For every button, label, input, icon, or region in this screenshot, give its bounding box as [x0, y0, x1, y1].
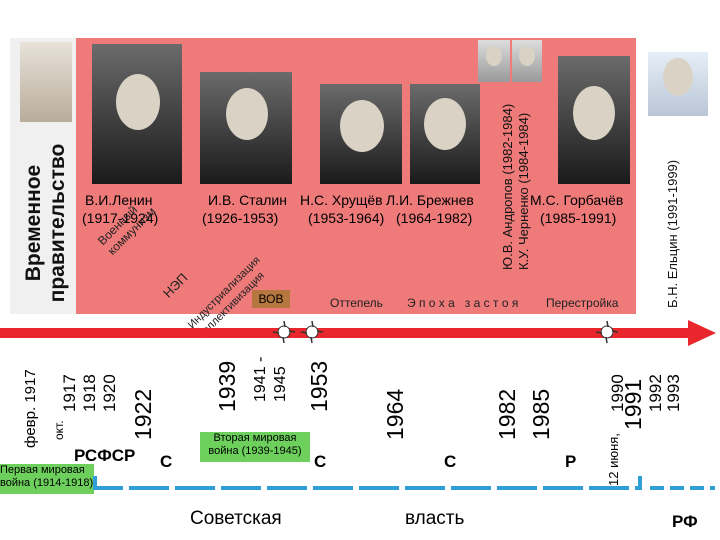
- bottom-rf: РФ: [672, 512, 698, 531]
- date-1945: 1945: [272, 366, 289, 402]
- date-1985: 1985: [528, 388, 554, 440]
- ww2-box: Вторая мировая война (1939-1945): [200, 432, 310, 462]
- timeline-arrow: [0, 320, 716, 346]
- andropov-portrait: [478, 40, 510, 82]
- date-1992: 1992: [646, 374, 665, 412]
- date-1993: 1993: [664, 374, 683, 412]
- leader-years-brezhnev: (1964-1982): [396, 210, 473, 226]
- soviet-power-bracket: [93, 476, 715, 490]
- date-1922: 1922: [130, 388, 156, 440]
- leader-years-gorbachev: (1985-1991): [540, 210, 617, 226]
- date-1920: 1920: [100, 374, 119, 412]
- ww1-box: Первая мировая война (1914-1918): [0, 464, 94, 494]
- yeltsin-label: Б.Н. Ельцин (1991-1999): [665, 159, 680, 308]
- star-marker-2: [300, 320, 324, 344]
- letter-rsfsr: РСФСР: [74, 446, 136, 465]
- chernenko-label: К.У. Черненко (1984-1984): [516, 112, 531, 270]
- letter-p: Р: [565, 452, 577, 471]
- date-1939: 1939: [214, 360, 240, 412]
- khrushchev-portrait: [320, 84, 402, 184]
- brezhnev-portrait: [410, 84, 480, 184]
- era-perestroika: Перестройка: [546, 296, 619, 310]
- date-1917: 1917: [60, 374, 79, 412]
- leader-name-gorbachev: М.С. Горбачёв: [530, 192, 624, 208]
- date-feb-1917: февр. 1917: [22, 369, 39, 448]
- date-1991: 1991: [620, 378, 646, 430]
- chernenko-portrait: [512, 40, 542, 82]
- star-marker-1: [272, 320, 296, 344]
- provisional-government-panel: Временное правительство: [10, 38, 76, 314]
- stalin-portrait: [200, 72, 292, 184]
- era-vov-box: ВОВ: [252, 290, 290, 308]
- date-1953: 1953: [306, 360, 332, 412]
- era-stagnation: Э п о х а з а с т о я: [407, 296, 519, 310]
- leader-name-stalin: И.В. Сталин: [208, 192, 287, 208]
- yeltsin-portrait: [648, 52, 708, 116]
- andropov-label: Ю.В. Андропов (1982-1984): [500, 103, 515, 270]
- date-1918: 1918: [80, 374, 99, 412]
- leader-years-stalin: (1926-1953): [202, 210, 279, 226]
- letter-c-2: С: [314, 452, 327, 471]
- gorbachev-portrait: [558, 56, 630, 184]
- leader-years-lenin: (1917-1924): [82, 210, 159, 226]
- date-1941: 1941 -: [252, 356, 269, 402]
- star-marker-3: [595, 320, 619, 344]
- lenin-portrait: [92, 44, 182, 184]
- leader-name-khrushchev: Н.С. Хрущёв: [300, 192, 383, 208]
- provisional-government-label: Временное правительство: [22, 143, 69, 303]
- bottom-power: власть: [405, 508, 465, 529]
- bottom-soviet: Советская: [190, 508, 282, 529]
- provisional-government-photo: [20, 42, 72, 122]
- leader-years-khrushchev: (1953-1964): [308, 210, 385, 226]
- leader-name-brezhnev: Л.И. Брежнев: [386, 192, 474, 208]
- letter-c-1: С: [160, 452, 173, 471]
- date-1964: 1964: [382, 388, 408, 440]
- letter-c-3: С: [444, 452, 457, 471]
- era-thaw: Оттепель: [330, 296, 383, 310]
- date-1982: 1982: [494, 388, 520, 440]
- date-oct: окт.: [52, 420, 66, 440]
- leader-name-lenin: В.И.Ленин: [85, 192, 153, 208]
